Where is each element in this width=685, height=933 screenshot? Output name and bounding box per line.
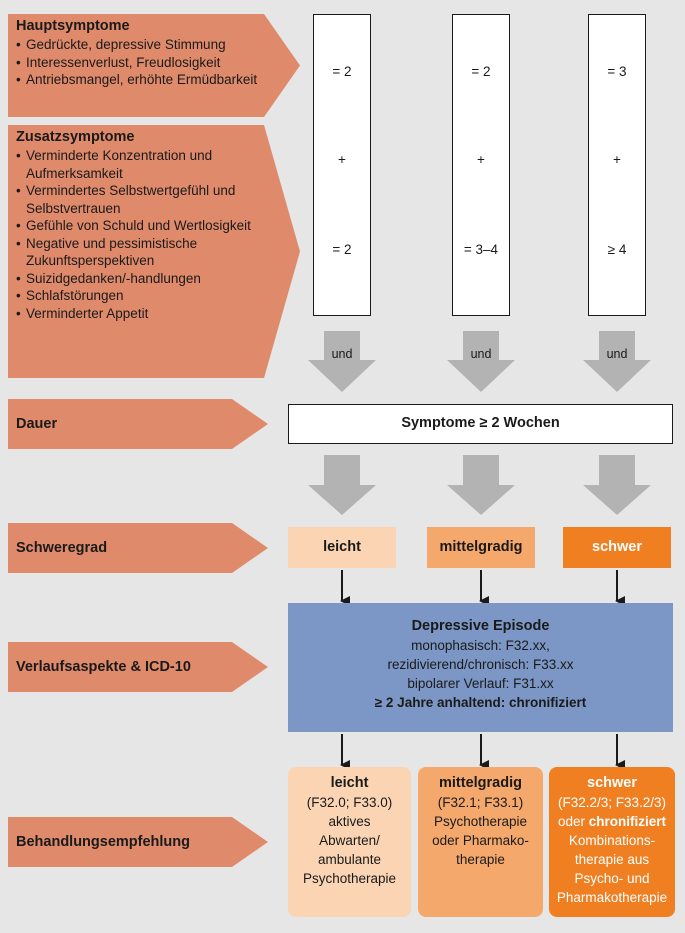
zusatzsymptome-box: Zusatzsymptome Verminderte Konzentration… <box>8 125 300 378</box>
episode-chronic: ≥ 2 Jahre anhaltend: chronifiziert <box>374 695 587 710</box>
behandlung-label-box: Behandlungsempfehlung <box>8 817 268 867</box>
list-item: Verminderte Konzentration und Aufmerksam… <box>16 147 260 182</box>
und-arrow-2 <box>447 331 515 392</box>
treatment-line: Psycho- und <box>574 871 650 886</box>
episode-line: rezidivierend/chronisch: F33.xx <box>387 657 574 672</box>
schweregrad-label: Schweregrad <box>16 540 108 556</box>
count-haupt-3: = 3 <box>607 64 627 79</box>
und-label-2: und <box>470 347 492 361</box>
und-arrow-1 <box>308 331 376 392</box>
count-zusatz-3: ≥ 4 <box>607 242 627 257</box>
count-zusatz-2: = 3–4 <box>463 242 499 257</box>
verlauf-label: Verlaufsaspekte & ICD-10 <box>16 659 191 675</box>
severity-leicht: leicht <box>288 527 396 568</box>
list-item: Vermindertes Selbstwertgefühl und Selbst… <box>16 182 260 217</box>
treatment-line: Pharmakotherapie <box>556 890 668 905</box>
treatment-line: aktives <box>328 814 371 829</box>
treatment-line: therapie <box>456 852 505 867</box>
treatment-line: Abwarten/ <box>319 833 380 848</box>
count-zusatz-1: = 2 <box>332 242 352 257</box>
treatment-line: ambulante <box>317 852 382 867</box>
dauer-label: Dauer <box>16 416 58 432</box>
list-item: Interessenverlust, Freudlosigkeit <box>16 54 260 72</box>
count-haupt-2: = 2 <box>471 64 491 79</box>
duration-arrow-1 <box>308 455 376 515</box>
treatment-extra-prefix: oder <box>557 814 589 829</box>
episode-title: Depressive Episode <box>411 618 550 634</box>
treatment-codes: (F32.1; F33.1) <box>437 795 524 810</box>
hauptsymptome-list: Gedrückte, depressive Stimmung Interesse… <box>16 36 260 89</box>
treatment-mittelgradig: mittelgradig (F32.1; F33.1) Psychotherap… <box>418 767 543 917</box>
duration-arrow-2 <box>447 455 515 515</box>
list-item: Negative und pessimistische Zukunftspers… <box>16 235 260 270</box>
list-item: Gefühle von Schuld und Wertlosigkeit <box>16 217 260 235</box>
duration-arrow-3 <box>583 455 651 515</box>
treatment-extra: oder chronifiziert <box>549 812 675 831</box>
episode-line: bipolarer Verlauf: F31.xx <box>407 676 554 691</box>
treatment-line: oder Pharmako- <box>432 833 529 848</box>
list-item: Gedrückte, depressive Stimmung <box>16 36 260 54</box>
treatment-title: leicht <box>330 775 369 791</box>
hauptsymptome-box: Hauptsymptome Gedrückte, depressive Stim… <box>8 14 300 117</box>
treatment-codes: (F32.2/3; F33.2/3) <box>557 795 667 810</box>
hauptsymptome-title: Hauptsymptome <box>16 18 130 34</box>
treatment-line: Psychotherapie <box>433 814 528 829</box>
count-haupt-1: = 2 <box>332 64 352 79</box>
count-column-3: = 3 + ≥ 4 <box>588 14 646 316</box>
treatment-line: Kombinations- <box>568 833 656 848</box>
schweregrad-label-box: Schweregrad <box>8 523 268 573</box>
treatment-schwer: schwer (F32.2/3; F33.2/3) oder chronifiz… <box>549 767 675 917</box>
list-item: Verminderter Appetit <box>16 305 260 323</box>
treatment-extra-bold: chronifiziert <box>588 814 667 829</box>
count-column-1: = 2 + = 2 <box>313 14 371 316</box>
und-label-1: und <box>331 347 353 361</box>
behandlung-label: Behandlungsempfehlung <box>16 834 190 850</box>
count-plus-3: + <box>613 152 621 167</box>
verlauf-label-box: Verlaufsaspekte & ICD-10 <box>8 642 268 692</box>
list-item: Schlafstörungen <box>16 287 260 305</box>
zusatzsymptome-list: Verminderte Konzentration und Aufmerksam… <box>16 147 260 322</box>
treatment-leicht: leicht (F32.0; F33.0) aktives Abwarten/ … <box>288 767 411 917</box>
list-item: Suizidgedanken/-handlungen <box>16 270 260 288</box>
episode-line: monophasisch: F32.xx, <box>411 638 550 653</box>
zusatzsymptome-title: Zusatzsymptome <box>16 129 135 145</box>
count-plus-1: + <box>338 152 346 167</box>
und-label-3: und <box>606 347 628 361</box>
dauer-label-box: Dauer <box>8 399 268 449</box>
treatment-line: therapie aus <box>574 852 650 867</box>
treatment-line: Psychotherapie <box>302 871 397 886</box>
severity-schwer: schwer <box>563 527 671 568</box>
und-arrow-3 <box>583 331 651 392</box>
list-item: Antriebsmangel, erhöhte Ermüdbarkeit <box>16 71 260 89</box>
duration-box: Symptome ≥ 2 Wochen <box>288 404 673 444</box>
treatment-title: mittelgradig <box>439 775 522 791</box>
episode-box: Depressive Episode monophasisch: F32.xx,… <box>288 603 673 732</box>
treatment-title: schwer <box>587 775 637 791</box>
count-column-2: = 2 + = 3–4 <box>452 14 510 316</box>
count-plus-2: + <box>477 152 485 167</box>
treatment-codes: (F32.0; F33.0) <box>306 795 393 810</box>
severity-mittelgradig: mittelgradig <box>427 527 535 568</box>
